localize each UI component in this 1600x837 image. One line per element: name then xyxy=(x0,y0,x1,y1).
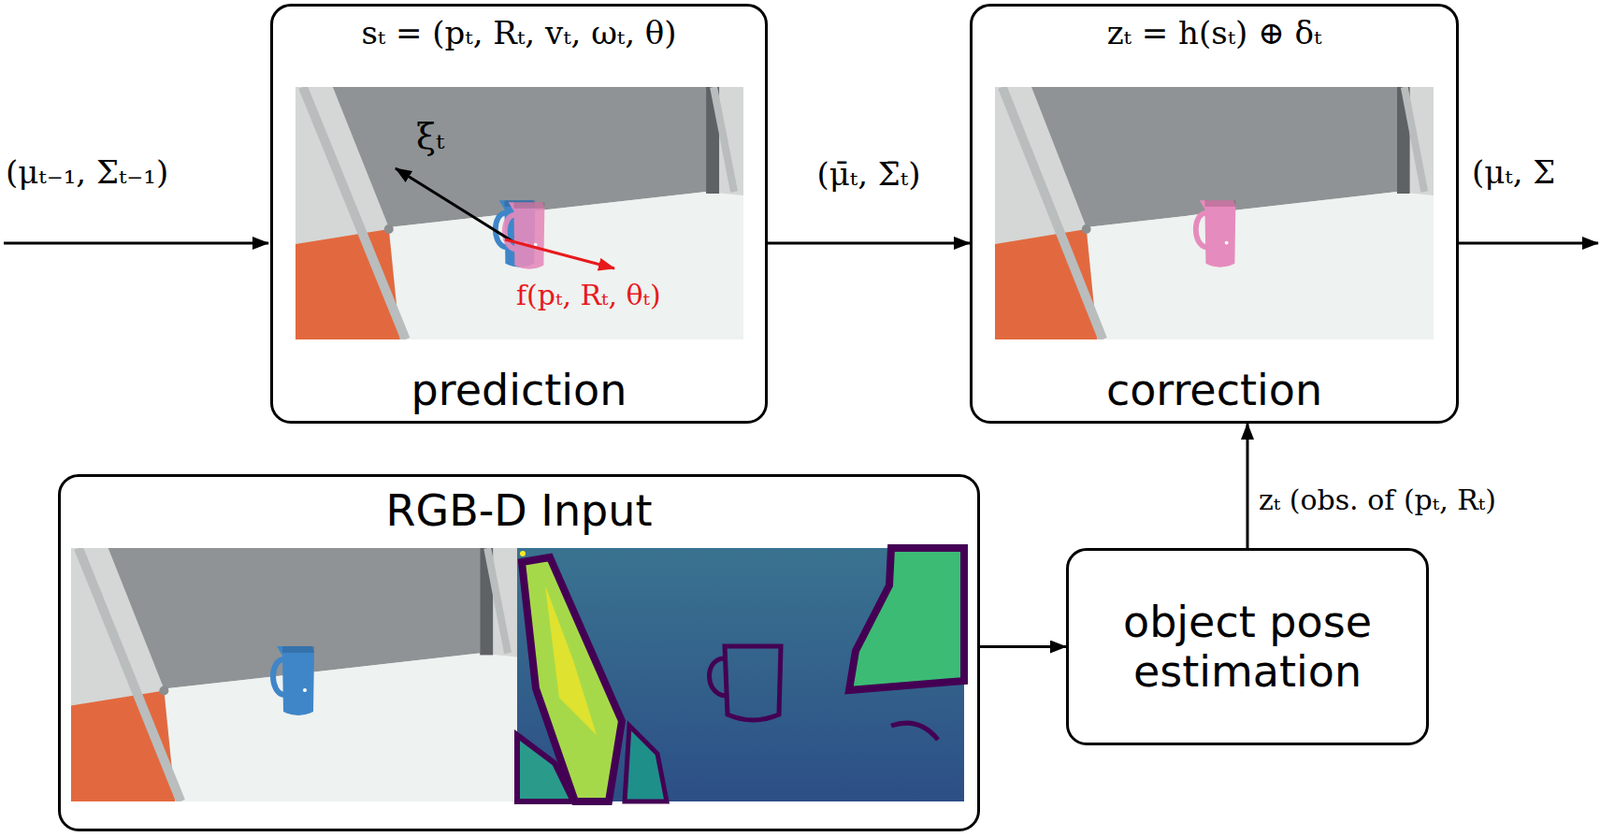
state-equation: zₜ = h(sₜ) ⊕ δₜ xyxy=(1107,14,1323,53)
rgb-photo xyxy=(71,547,518,802)
edge-label: (μ̄ₜ, Σ̄ₜ) xyxy=(813,155,923,194)
math-label: (μₜ₋₁, Σₜ₋₁) xyxy=(5,153,169,192)
box-label: prediction xyxy=(411,365,628,416)
process-box: sₜ = (pₜ, Rₜ, vₜ, ωₜ, θ) prediction xyxy=(270,3,768,424)
box-label: object pose estimation xyxy=(1087,597,1408,697)
prediction-photo xyxy=(295,86,744,340)
input-arrow xyxy=(3,242,269,246)
state-equation: sₜ = (pₜ, Rₜ, vₜ, ωₜ, θ) xyxy=(360,14,677,53)
box-label: correction xyxy=(1106,365,1323,416)
output-arrow xyxy=(1458,242,1599,246)
math-label: ξₜ xyxy=(416,115,445,159)
flow-arrow xyxy=(767,241,970,245)
process-box: zₜ = h(sₜ) ⊕ δₜ correction xyxy=(969,3,1459,424)
flow-arrow xyxy=(1246,423,1250,548)
edge-label: zₜ (obs. of (pₜ, Rₜ) xyxy=(1255,483,1500,518)
correction-photo xyxy=(994,86,1434,340)
process-box: RGB-D Input xyxy=(57,474,981,832)
motion-arrow xyxy=(504,239,615,269)
process-box: object pose estimation xyxy=(1066,547,1429,746)
math-label: f(pₜ, Rₜ, θₜ) xyxy=(516,278,662,313)
math-label: (μₜ, Σ xyxy=(1471,153,1556,192)
xi-arrow xyxy=(395,168,513,242)
flow-arrow xyxy=(980,645,1067,649)
box-label: RGB-D Input xyxy=(386,486,653,536)
depth-image xyxy=(517,547,965,802)
